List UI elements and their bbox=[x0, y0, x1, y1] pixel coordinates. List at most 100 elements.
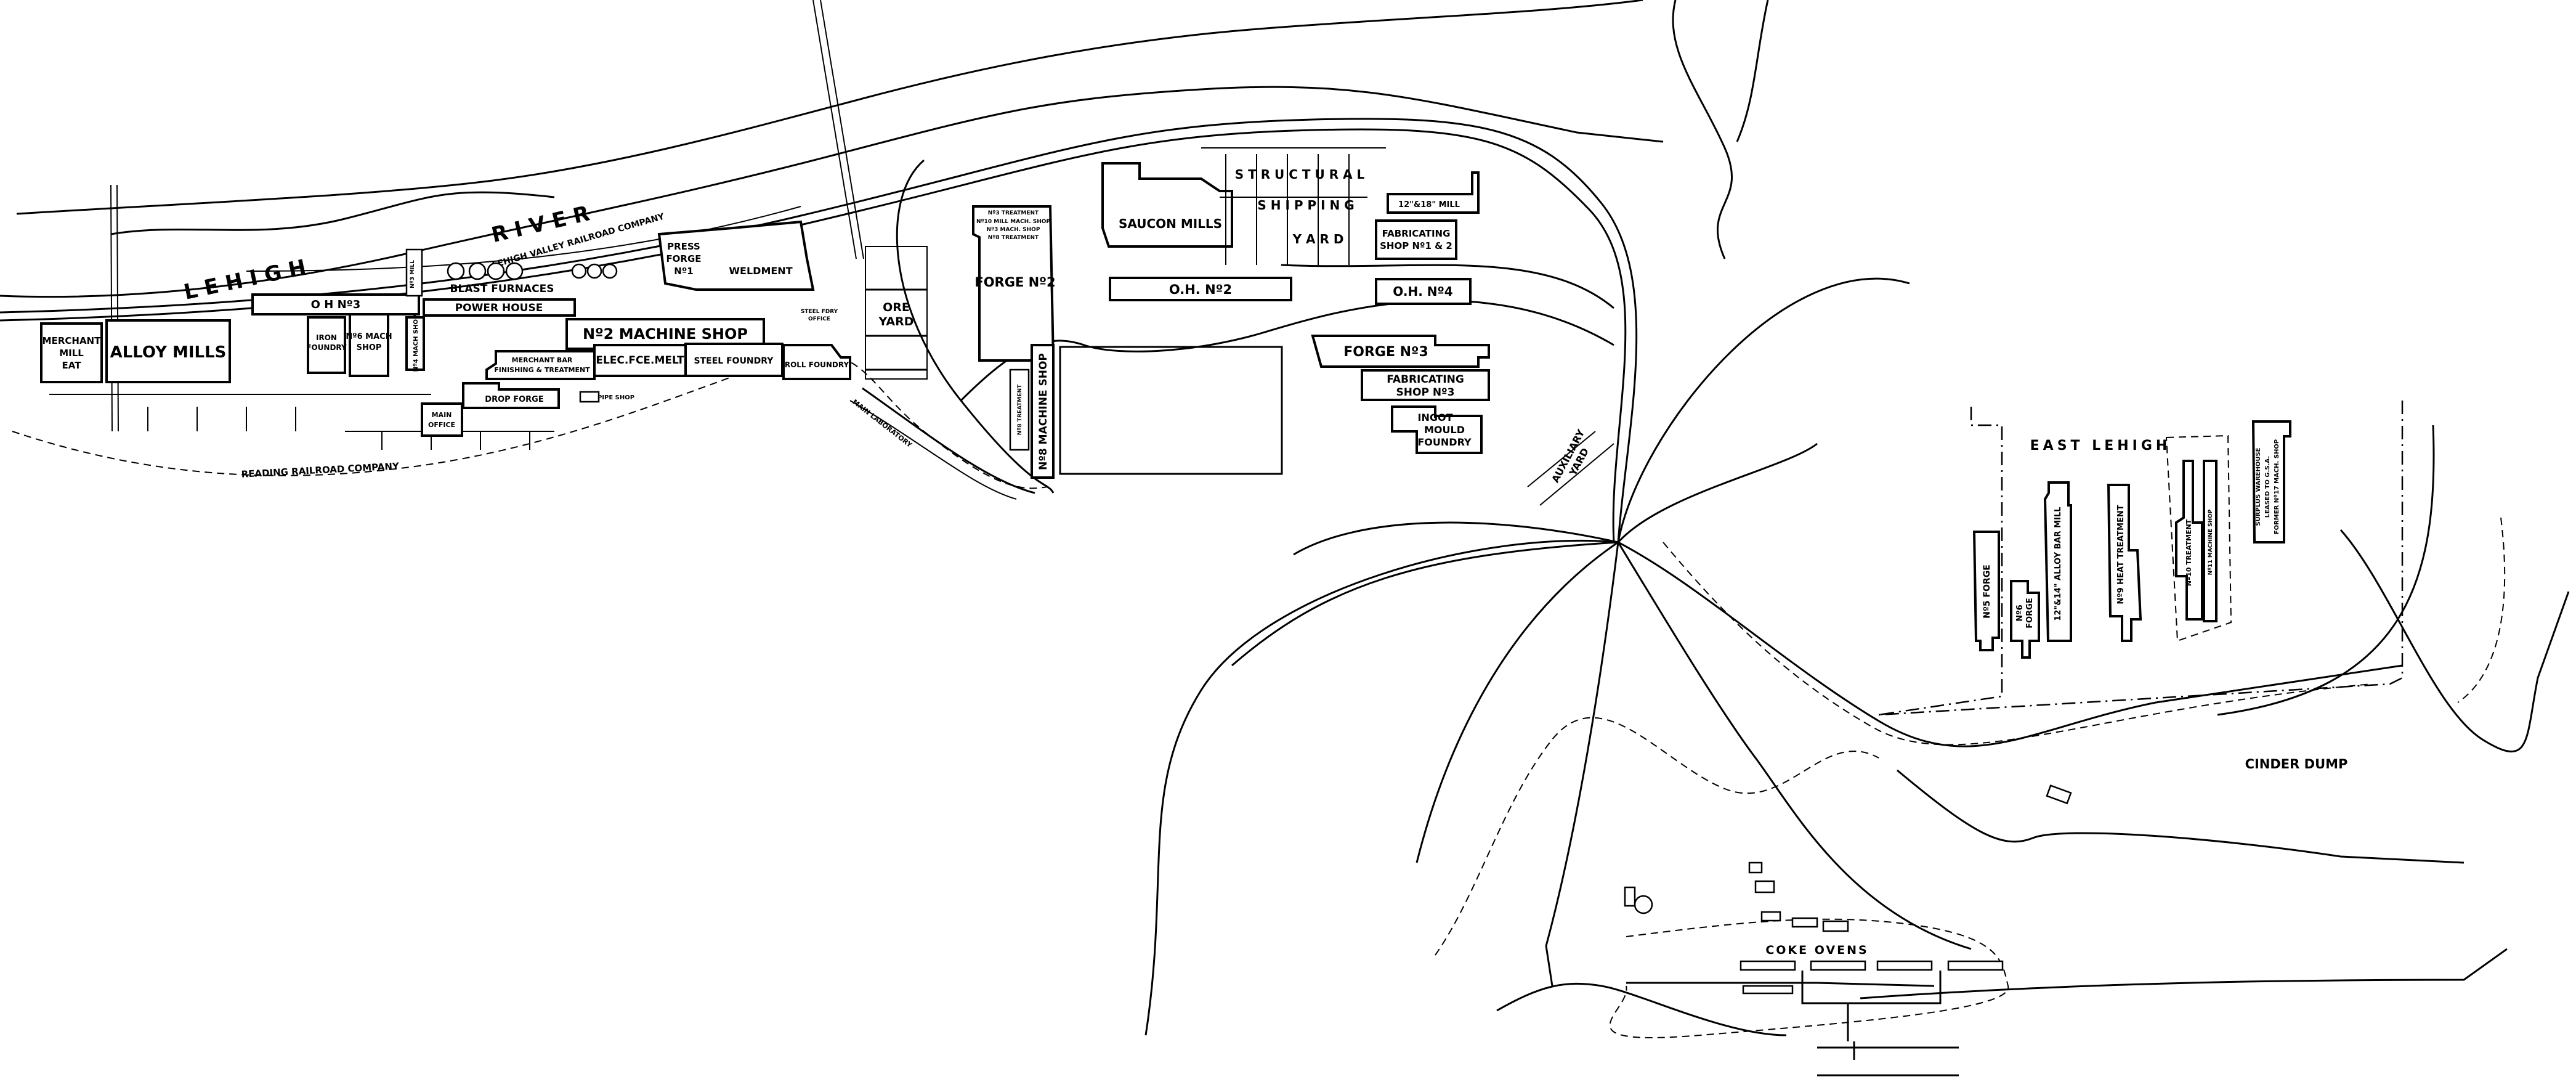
map-label: Nº1 bbox=[674, 266, 693, 277]
map-label: 12"&18" MILL bbox=[1398, 200, 1460, 210]
map-label: DROP FORGE bbox=[485, 395, 543, 404]
map-label: S T R U C T U R A L bbox=[1235, 167, 1365, 182]
building-drop-forge: DROP FORGE bbox=[462, 382, 560, 409]
map-label: YARD bbox=[878, 315, 913, 328]
svg-text:AUXILIARYYARD: AUXILIARYYARD bbox=[1549, 427, 1598, 490]
coke-ovens: COKE OVENS bbox=[1624, 861, 2004, 1077]
map-label: Nº6 MACH bbox=[346, 332, 392, 341]
map-label: 12"&14" ALLOY BAR MILL bbox=[2054, 507, 2063, 621]
map-label: SAUCON MILLS bbox=[1119, 216, 1222, 231]
building-pipe-shop: PIPE SHOP bbox=[579, 391, 634, 403]
map-label: SHOP Nº3 bbox=[1396, 386, 1455, 399]
east-lehigh-label: EAST LEHIGH bbox=[2030, 438, 2171, 454]
map-label: MERCHANT bbox=[43, 335, 101, 346]
building-forge-2: Nº3 TREATMENT Nº10 MILL MACH. SHOP Nº3 MAC… bbox=[972, 205, 1056, 362]
map-label: IRON bbox=[316, 333, 337, 342]
map-label: COKE OVENS bbox=[1765, 943, 1868, 957]
map-label: O.H. Nº4 bbox=[1393, 284, 1452, 299]
map-label: Nº3 MACH. SHOP bbox=[987, 227, 1040, 233]
map-label: STEEL FDRY bbox=[801, 309, 838, 315]
map-label: S H I P P I N G bbox=[1257, 198, 1354, 213]
map-label: Nº5 FORGE bbox=[1982, 564, 1992, 619]
building-saucon-mills: SAUCON MILLS bbox=[1101, 162, 1233, 248]
map-label: MOULD bbox=[1424, 424, 1465, 436]
map-label: Nº8 TREATMENT bbox=[988, 235, 1039, 241]
building-elec-fce-melt: ELEC.FCE.MELT bbox=[593, 344, 687, 377]
map-label: ROLL FOUNDRY bbox=[785, 360, 849, 369]
building-no11-machine-shop: Nº11 MACHINE SHOP bbox=[2165, 434, 2232, 642]
svg-text:Nº6FORGE: Nº6FORGE bbox=[2015, 598, 2035, 629]
map-label: FORGE Nº3 bbox=[1343, 344, 1428, 360]
building-no10-treatment: Nº10 TREATMENT bbox=[2175, 460, 2203, 621]
map-label: LEASED TO G.S.A. bbox=[2264, 456, 2271, 518]
map-label: FORGE bbox=[2025, 598, 2035, 629]
map-label: FOUNDRY bbox=[306, 343, 347, 352]
map-label: FINISHING & TREATMENT bbox=[494, 366, 590, 374]
map-label: ORE bbox=[883, 301, 910, 314]
building-alloy-bar-mill: 12"&14" ALLOY BAR MILL bbox=[2043, 481, 2072, 642]
map-label: Nº10 TREATMENT bbox=[2185, 519, 2193, 586]
map-label: MILL bbox=[59, 348, 84, 359]
auxiliary-yard: AUXILIARYYARD bbox=[1527, 427, 1614, 506]
building-open-hearth-2: O.H. Nº2 bbox=[1109, 277, 1292, 301]
reading-railroad-label: READING RAILROAD COMPANY bbox=[241, 460, 400, 479]
building-forge-3: FORGE Nº3 bbox=[1311, 335, 1490, 368]
building-roll-foundry: ROLL FOUNDRY bbox=[782, 344, 851, 380]
map-label: Y A R D bbox=[1292, 232, 1344, 246]
building-no6-mach-shop: Nº6 MACH SHOP bbox=[346, 313, 392, 377]
map-label: FABRICATING bbox=[1382, 228, 1451, 239]
map-label: FORGE Nº2 bbox=[974, 275, 1055, 290]
building-no5-forge: Nº5 FORGE bbox=[1972, 531, 2000, 651]
map-label: PRESS bbox=[667, 241, 700, 252]
open-structure bbox=[1059, 346, 1283, 475]
building-no4-mach-shop: Nº4 MACH SHOP bbox=[405, 315, 425, 372]
map-label: Nº11 MACHINE SHOP bbox=[2208, 509, 2214, 575]
map-label: FORMER Nº17 MACH. SHOP bbox=[2274, 439, 2280, 534]
map-label: CINDER DUMP bbox=[2245, 757, 2348, 771]
map-label: WELDMENT bbox=[729, 265, 792, 277]
building-power-house: POWER HOUSE bbox=[423, 298, 576, 317]
map-label: SURPLUS WAREHOUSE bbox=[2255, 447, 2262, 526]
map-label: Nº10 MILL MACH. SHOP bbox=[976, 219, 1050, 225]
building-12-18-mill: 12"&18" MILL bbox=[1387, 171, 1480, 214]
building-no9-heat-treatment: Nº9 HEAT TREATMENT bbox=[2107, 484, 2142, 642]
map-label: Nº3 TREATMENT bbox=[988, 210, 1039, 216]
map-label: ELEC.FCE.MELT bbox=[596, 354, 684, 367]
map-label: Nº3 MILL bbox=[410, 260, 416, 288]
river-banks bbox=[0, 0, 1769, 298]
map-label: PIPE SHOP bbox=[597, 394, 634, 401]
building-open-hearth-3: O H Nº3 bbox=[251, 293, 420, 316]
map-label: Nº2 MACHINE SHOP bbox=[583, 325, 748, 343]
map-label: Nº6 bbox=[2015, 605, 2025, 621]
map-label: EAT bbox=[62, 360, 82, 371]
map-label: FORGE bbox=[666, 253, 701, 264]
map-label: O H Nº3 bbox=[311, 298, 361, 311]
map-label: INGOT bbox=[1418, 412, 1453, 423]
map-label: FOUNDRY bbox=[1417, 436, 1472, 448]
map-label: Nº8 TREATMENT bbox=[1017, 384, 1023, 435]
map-label: BLAST FURNACES bbox=[450, 283, 554, 295]
map-label: FABRICATING bbox=[1387, 373, 1464, 386]
map-label: MAIN bbox=[432, 411, 452, 419]
map-label: SHOP bbox=[357, 343, 382, 352]
building-open-hearth-4: O.H. Nº4 bbox=[1375, 278, 1472, 305]
